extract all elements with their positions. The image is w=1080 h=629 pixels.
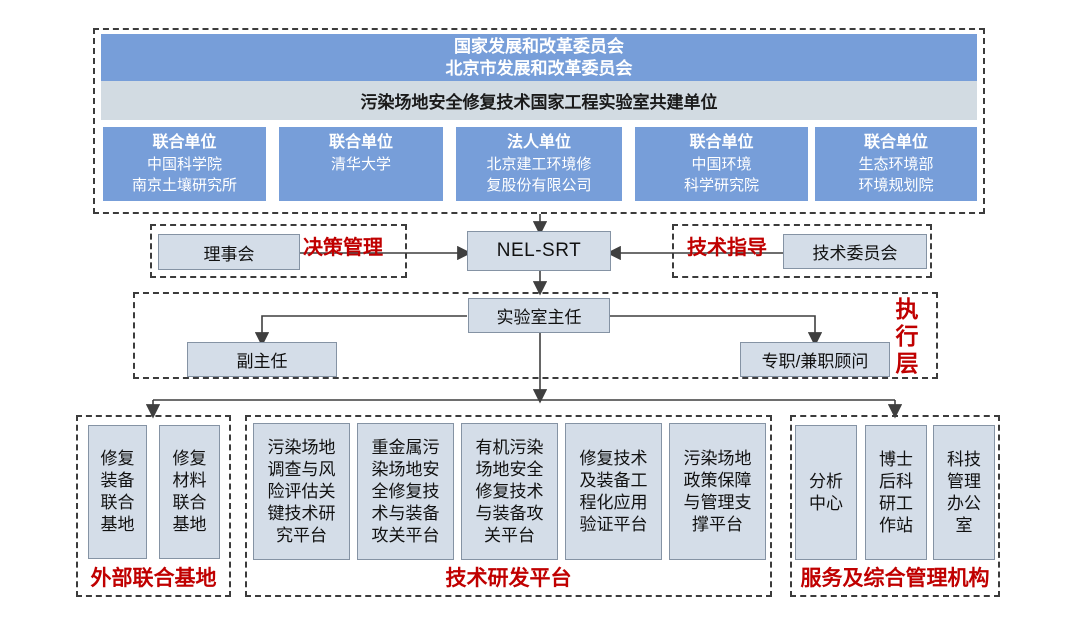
unit-role: 联合单位 [863, 134, 928, 151]
guidance-group-frame [672, 224, 932, 278]
decision-management-label: 决策管理 [303, 237, 383, 259]
unit-box-bceer-legal-entity: 法人单位 北京建工环境修 复股份有限公司 [456, 127, 622, 201]
service-box-tech-office: 科技管理办公室 [933, 425, 995, 560]
unit-role: 联合单位 [152, 134, 217, 151]
service-box-analysis-center: 分析中心 [795, 425, 857, 560]
platform-box-organic-pollution: 有机污染场地安全修复技术与装备攻关平台 [461, 423, 558, 560]
platform-box-policy-support: 污染场地政策保障与管理支撑平台 [669, 423, 766, 560]
unit-box-mee-planning: 联合单位 生态环境部 环境规划院 [815, 127, 977, 201]
unit-name: 清华大学 [330, 156, 391, 173]
rd-platforms-label: 技术研发平台 [445, 567, 572, 590]
unit-name: 生态环境部 环境规划院 [858, 156, 934, 194]
unit-role: 法人单位 [506, 134, 571, 151]
platform-box-heavy-metal: 重金属污染场地安全修复技术与装备攻关平台 [357, 423, 454, 560]
unit-box-tsinghua: 联合单位 清华大学 [279, 127, 443, 201]
technical-guidance-label: 技术指导 [687, 237, 767, 259]
lab-director-box: 实验室主任 [468, 298, 610, 333]
authority-header: 国家发展和改革委员会 北京市发展和改革委员会 [101, 34, 977, 81]
technical-committee-box: 技术委员会 [783, 234, 927, 269]
service-box-postdoc-station: 博士后科研工作站 [865, 425, 927, 560]
unit-box-cas-nanjing-soil: 联合单位 中国科学院 南京土壤研究所 [103, 127, 266, 201]
unit-box-craes: 联合单位 中国环境 科学研究院 [635, 127, 808, 201]
unit-name: 中国科学院 南京土壤研究所 [131, 156, 237, 194]
services-label: 服务及综合管理机构 [800, 567, 990, 590]
connector-director-to-deputy [254, 315, 467, 347]
unit-name: 北京建工环境修 复股份有限公司 [486, 156, 592, 194]
nel-srt-box: NEL-SRT [467, 231, 611, 271]
base-box-materials: 修复材料联合基地 [159, 425, 220, 559]
rd-platforms-frame [245, 415, 772, 597]
connector-director-to-advisors [610, 315, 823, 347]
unit-role: 联合单位 [689, 134, 754, 151]
decision-group-frame [150, 224, 407, 278]
co-builder-group-frame [93, 28, 985, 214]
authority-line-1: 国家发展和改革委员会 [454, 37, 624, 56]
unit-name: 中国环境 科学研究院 [683, 156, 759, 194]
authority-line-2: 北京市发展和改革委员会 [445, 59, 633, 78]
council-box: 理事会 [158, 234, 300, 270]
executive-layer-label: 执行层 [895, 296, 919, 376]
advisors-box: 专职/兼职顾问 [740, 342, 890, 377]
external-bases-label: 外部联合基地 [90, 567, 217, 590]
unit-role: 联合单位 [328, 134, 393, 151]
co-builder-band: 污染场地安全修复技术国家工程实验室共建单位 [101, 81, 977, 120]
deputy-director-box: 副主任 [187, 342, 337, 377]
platform-box-site-investigation: 污染场地调查与风险评估关键技术研究平台 [253, 423, 350, 560]
platform-box-engineering-validation: 修复技术及装备工程化应用验证平台 [565, 423, 662, 560]
base-box-equipment: 修复装备联合基地 [88, 425, 147, 559]
